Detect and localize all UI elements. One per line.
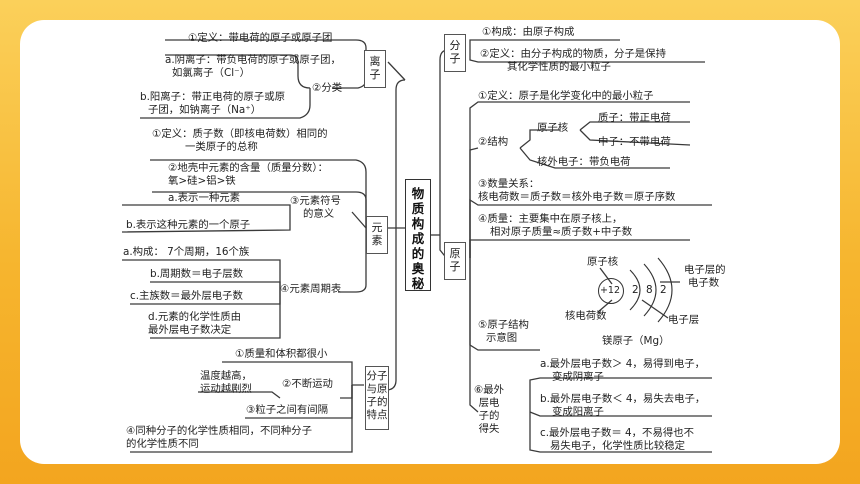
atom-definition: ①定义：原子是化学变化中的最小粒子 [478, 90, 654, 102]
atom-mass-line2: 相对原子质量≈质子数+中子数 [490, 226, 633, 238]
element-table-d-line2: 最外层电子数决定 [148, 324, 232, 336]
atom-diagram-label-line1: ⑤原子结构 [478, 319, 529, 331]
nucleus-charge: +12 [599, 285, 621, 296]
diagram-caption: 镁原子（Mg） [602, 335, 670, 347]
molecule-definition-line1: ②定义：由分子构成的物质，分子是保持 [480, 48, 666, 60]
element-definition-line1: ①定义：质子数（即核电荷数）相同的 [152, 128, 328, 140]
atom-outer-line3: 子的 [478, 410, 500, 422]
atom-outer-line4: 得失 [478, 423, 500, 435]
central-title-text: 物质构成的奥秘 [411, 186, 425, 291]
element-table-d-line1: d.元素的化学性质由 [148, 311, 242, 323]
atom-structure: ②结构 [478, 136, 509, 148]
shell-electrons-3: 2 [660, 284, 667, 296]
diagram-nucleus-label: 原子核 [587, 256, 619, 268]
diagram-shell-electrons-label-line2: 电子数 [688, 277, 720, 289]
atom-outer-c-line1: c.最外层电子数＝ 4，不易得也不 [540, 427, 695, 439]
element-symbol-line2: 的意义 [303, 208, 335, 220]
element-table-a: a.构成： 7个周期，16个族 [123, 246, 250, 258]
element-crust-line1: ②地壳中元素的含量（质量分数）： [168, 162, 328, 174]
atom-quantity-line2: 核电荷数＝质子数＝核外电子数＝原子序数 [478, 191, 676, 203]
connector-lines [121, 39, 712, 453]
molecule-node: 分子 [444, 34, 466, 72]
molecule-composition: ①构成：由原子构成 [482, 26, 575, 38]
element-symbol-b: b.表示这种元素的一个原子 [126, 219, 251, 231]
features-label-3: 子的 [366, 396, 388, 408]
feature-4-line2: 的化学性质不同 [126, 438, 199, 450]
atom-node: 原子 [444, 242, 466, 280]
feature-2: ②不断运动 [282, 378, 333, 390]
element-table-c: c.主族数＝最外层电子数 [130, 290, 243, 302]
atom-outer-b-line2: 变成阳离子 [552, 406, 604, 418]
features-node: 分子 与原 子的 特点 [365, 366, 389, 430]
atom-quantity-line1: ③数量关系： [478, 178, 540, 190]
cation-line2: 子团，如钠离子（Na⁺） [148, 104, 262, 116]
atom-outer-line1: ⑥最外 [473, 384, 505, 396]
features-label-2: 与原 [366, 383, 388, 395]
atom-label: 原子 [449, 247, 461, 273]
element-symbol-line1: ③元素符号 [290, 195, 341, 207]
ion-node: 离子 [364, 50, 386, 88]
atom-mass-line1: ④质量：主要集中在原子核上， [478, 213, 623, 225]
feature-2-note-line1: 温度越高， [200, 370, 252, 382]
element-label: 元素 [371, 221, 383, 247]
shell-electrons-2: 8 [646, 284, 653, 296]
diagram-shell-label: 电子层 [668, 314, 700, 326]
atom-neutron: 中子：不带电荷 [598, 136, 671, 148]
element-crust-line2: 氧>硅>铝>铁 [168, 175, 236, 187]
atom-diagram-label-line2: 示意图 [486, 332, 518, 344]
element-symbol-a: a.表示一种元素 [168, 192, 241, 204]
element-periodic-table: ④元素周期表 [280, 283, 342, 295]
mind-map-card: 物质构成的奥秘 离子 ①定义：带电荷的原子或原子团 ②分类 a.阴离子：带负电荷… [20, 20, 840, 464]
anion-line2: 如氯离子（Cl⁻） [172, 67, 250, 79]
central-title: 物质构成的奥秘 [405, 179, 431, 291]
feature-2-note-line2: 运动越剧烈 [200, 383, 252, 395]
diagram-charge-label: 核电荷数 [565, 310, 607, 322]
diagram-shell-electrons-label-line1: 电子层的 [684, 264, 726, 276]
atom-nucleus: 原子核 [537, 122, 569, 134]
atom-proton: 质子：带正电荷 [598, 112, 671, 124]
features-label-1: 分子 [366, 370, 388, 382]
ion-label: 离子 [369, 55, 381, 81]
element-table-b: b.周期数＝电子层数 [150, 268, 244, 280]
feature-4-line1: ④同种分子的化学性质相同，不同种分子 [126, 425, 312, 437]
shell-electrons-1: 2 [632, 284, 639, 296]
cation-line1: b.阳离子：带正电荷的原子或原 [140, 91, 285, 103]
atom-outer-a-line1: a.最外层电子数＞ 4，易得到电子， [540, 358, 706, 370]
atom-outer-line2: 层电 [478, 397, 500, 409]
ion-definition: ①定义：带电荷的原子或原子团 [188, 32, 333, 44]
anion-line1: a.阴离子：带负电荷的原子或原子团， [165, 54, 341, 66]
feature-1: ①质量和体积都很小 [235, 348, 328, 360]
molecule-label: 分子 [449, 39, 461, 65]
element-node: 元素 [366, 216, 388, 254]
atom-outer-c-line2: 易失电子，化学性质比较稳定 [550, 440, 686, 452]
features-label-4: 特点 [366, 409, 388, 421]
ion-classify: ②分类 [312, 82, 343, 94]
feature-3: ③粒子之间有间隔 [246, 404, 329, 416]
atom-outer-b-line1: b.最外层电子数＜ 4，易失去电子， [540, 393, 706, 405]
nucleus-circle [598, 278, 624, 304]
molecule-definition-line2: 其化学性质的最小粒子 [507, 61, 611, 73]
element-definition-line2: 一类原子的总称 [185, 141, 258, 153]
atom-outer-a-line2: 变成阴离子 [552, 371, 604, 383]
atom-electron: 核外电子：带负电荷 [537, 156, 631, 168]
